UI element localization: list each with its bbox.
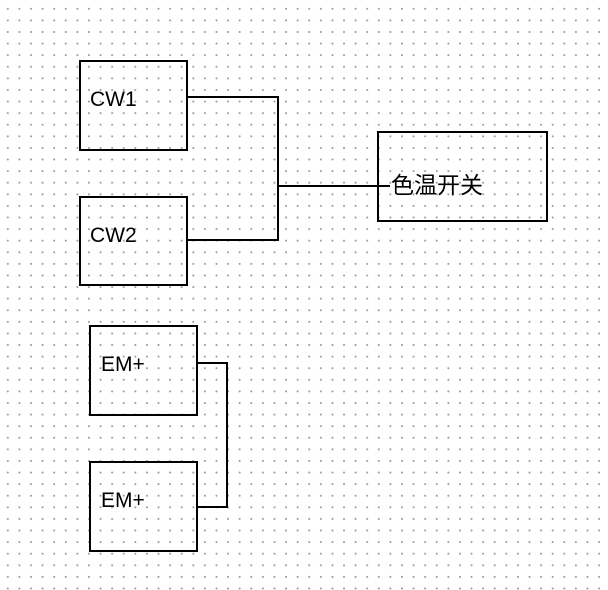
wire-cw1-to-switch	[187, 96, 390, 187]
node-label-em1: EM+	[101, 353, 145, 376]
node-box-em2	[89, 461, 198, 552]
node-label-em2: EM+	[101, 489, 145, 512]
node-label-cw2: CW2	[90, 224, 137, 247]
wire-em1-to-em2	[197, 362, 228, 508]
node-box-cw1	[79, 60, 188, 151]
wire-cw2-to-switch	[187, 186, 279, 241]
node-label-switch: 色温开关	[391, 173, 483, 199]
node-box-cw2	[79, 196, 188, 286]
node-label-cw1: CW1	[90, 88, 137, 111]
node-box-em1	[89, 325, 198, 416]
node-box-switch	[377, 131, 548, 222]
